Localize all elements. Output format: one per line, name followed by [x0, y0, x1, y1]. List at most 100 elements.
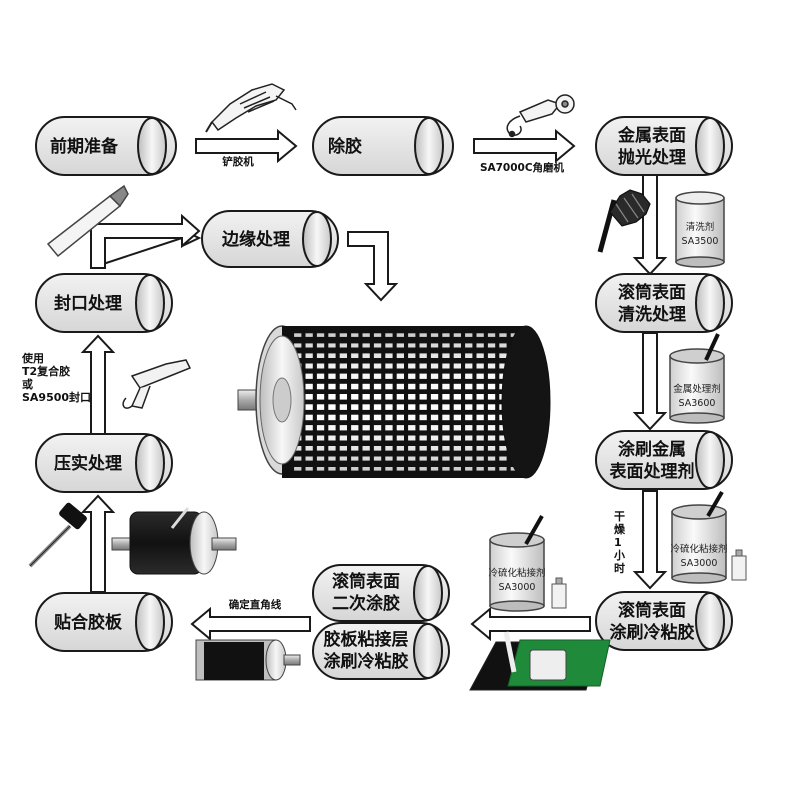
arrow-cold-to-second	[470, 606, 591, 642]
lagging-tile	[316, 456, 325, 461]
lagging-tile	[430, 353, 439, 358]
lagging-tile	[362, 353, 370, 358]
lagging-tile	[476, 446, 484, 451]
step-cold-glue-label-1: 滚筒表面	[618, 600, 686, 621]
step-second-coat-label-2: 二次涂胶	[332, 593, 400, 614]
lagging-tile	[362, 467, 370, 471]
lagging-tile	[442, 414, 450, 421]
lagging-tile	[351, 353, 359, 358]
lagging-tile	[476, 333, 484, 337]
lagging-tile	[453, 425, 461, 431]
lagging-tile	[373, 353, 382, 358]
lagging-tile	[476, 353, 484, 358]
lagging-tile	[316, 383, 325, 390]
step-treat: 涂刷金属 表面处理剂	[595, 430, 733, 490]
lagging-tile	[465, 383, 473, 390]
step-edge-label: 边缘处理	[221, 229, 290, 250]
lagging-tile	[351, 394, 359, 400]
seal-note-line-1: 使用	[22, 352, 44, 365]
lagging-tile	[373, 373, 382, 379]
lagging-tile	[328, 333, 336, 337]
lagging-tile	[396, 394, 404, 400]
lagging-tile	[316, 435, 325, 441]
lagging-tile	[442, 353, 450, 358]
lagging-tile	[499, 435, 507, 441]
step-treat-label-2: 表面处理剂	[610, 461, 695, 482]
lagging-tile	[328, 363, 336, 369]
cleaner-can-code: SA3500	[682, 236, 719, 247]
lagging-tile	[362, 383, 370, 390]
lagging-tile	[305, 467, 313, 471]
lagging-tile	[385, 467, 393, 471]
lagging-tile	[305, 404, 313, 410]
lagging-tile	[294, 467, 302, 471]
lagging-tile	[351, 343, 359, 348]
lagging-tile	[316, 363, 325, 369]
step-cold-glue-label-2: 涂刷冷粘胶	[610, 622, 695, 643]
angle-grinder-icon	[506, 94, 575, 138]
lagging-tile	[328, 383, 336, 390]
lagging-tile	[339, 456, 347, 461]
heat-gun-icon	[122, 359, 192, 409]
lagging-tile	[408, 456, 416, 461]
step-edge: 边缘处理	[201, 210, 339, 268]
lagging-tile	[316, 414, 325, 421]
lagging-tile	[419, 404, 427, 410]
lagging-tile	[487, 467, 496, 471]
lagging-tile	[396, 363, 404, 369]
step-press-label: 压实处理	[54, 453, 122, 474]
lagging-tile	[476, 414, 484, 421]
lagging-tile	[385, 456, 393, 461]
lagging-tile	[396, 446, 404, 451]
step-polish: 金属表面 抛光处理	[595, 116, 733, 176]
lagging-tile	[328, 414, 336, 421]
lagging-tile	[453, 373, 461, 379]
lagging-tile	[328, 404, 336, 410]
step-remove-glue: 除胶	[312, 116, 454, 176]
lagging-tile	[305, 383, 313, 390]
lagging-tile	[442, 394, 450, 400]
lagging-tile	[408, 343, 416, 348]
adhesive-can-code: SA3000	[681, 558, 718, 569]
lagging-tile	[465, 333, 473, 337]
seal-note-line-4: SA9500封口	[22, 391, 92, 404]
lagging-tile	[305, 363, 313, 369]
lagging-tile	[339, 383, 347, 390]
seal-note-line-2: T2复合胶	[22, 365, 71, 378]
lagging-tile	[430, 363, 439, 369]
lagging-tile	[430, 383, 439, 390]
lagging-tile	[305, 394, 313, 400]
lagging-tile	[396, 343, 404, 348]
step-polish-label-2: 抛光处理	[618, 147, 686, 168]
step-sheet-layer: 胶板粘接层 涂刷冷粘胶	[312, 622, 450, 680]
lagging-tile	[476, 363, 484, 369]
step-seal-label: 封口处理	[54, 293, 122, 314]
lagging-tile	[442, 456, 450, 461]
lagging-tile	[373, 363, 382, 369]
cleaner-can-icon: 清洗剂 SA3500	[675, 191, 725, 268]
lagging-tile	[419, 363, 427, 369]
lagging-tile	[305, 425, 313, 431]
lagging-tile	[294, 343, 302, 348]
lagging-tile	[442, 373, 450, 379]
lagging-tile	[396, 353, 404, 358]
lagging-tile	[476, 394, 484, 400]
lagging-tile	[385, 446, 393, 451]
brush-icon	[597, 189, 651, 253]
lagging-tile	[430, 456, 439, 461]
lagging-tile	[465, 456, 473, 461]
lagging-tile	[373, 394, 382, 400]
lagging-tile	[396, 456, 404, 461]
lagging-tile	[362, 404, 370, 410]
lagging-tile	[316, 467, 325, 471]
lagging-tile	[339, 435, 347, 441]
lagging-tile	[453, 414, 461, 421]
caption-right-angle: 确定直角线	[229, 598, 282, 611]
lagging-tile	[442, 383, 450, 390]
lagging-tile	[408, 404, 416, 410]
lagging-tile	[408, 333, 416, 337]
lagging-tile	[419, 353, 427, 358]
metal-can-code: SA3600	[679, 398, 716, 409]
lagging-tile	[465, 404, 473, 410]
lagging-tile	[385, 383, 393, 390]
